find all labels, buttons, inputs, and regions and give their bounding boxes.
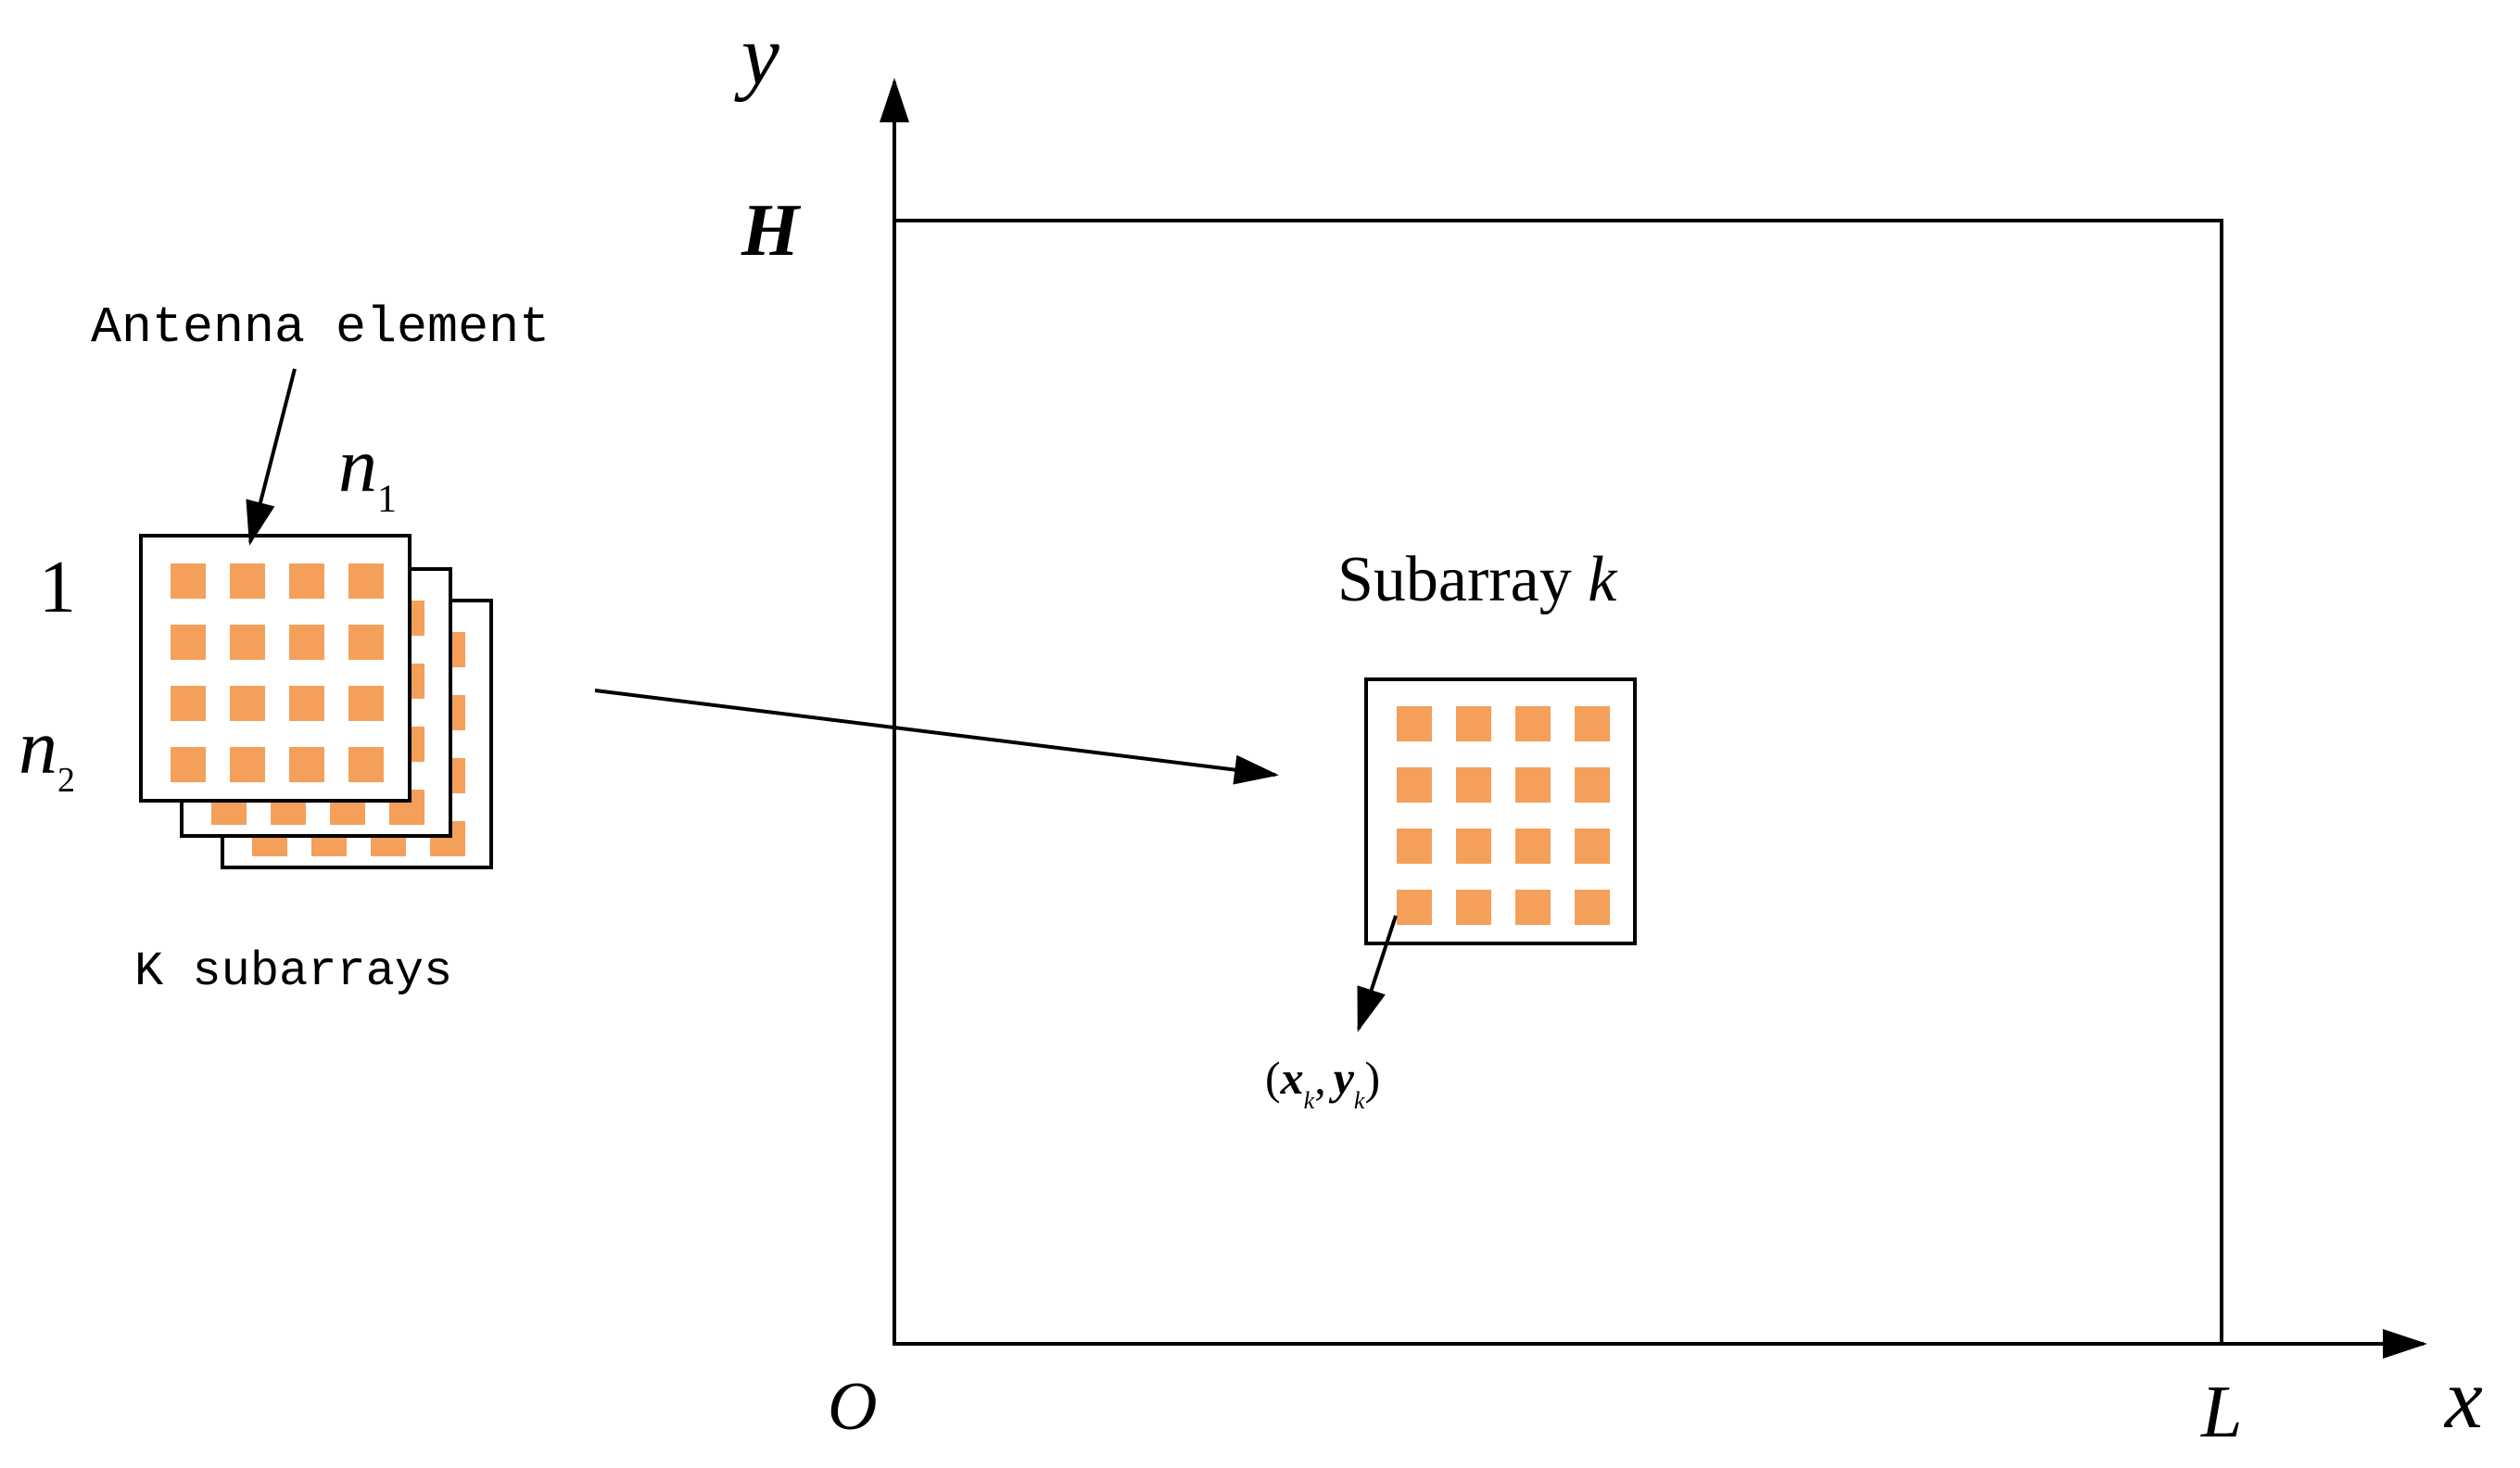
y-axis-label: y bbox=[734, 7, 779, 102]
antenna-element bbox=[171, 563, 206, 599]
antenna-element-label: Antenna element bbox=[91, 298, 550, 357]
antenna-element bbox=[1515, 706, 1551, 741]
antenna-element bbox=[1397, 767, 1432, 803]
antenna-element bbox=[171, 686, 206, 721]
placement-arrow bbox=[594, 689, 1279, 785]
row-count-subscript: 2 bbox=[57, 761, 75, 800]
antenna-element bbox=[1515, 890, 1551, 925]
antenna-element bbox=[289, 563, 324, 599]
antenna-element bbox=[230, 563, 265, 599]
antenna-element bbox=[348, 625, 384, 660]
subarray-k-title: Subarray k bbox=[1337, 544, 1618, 615]
region-boundary bbox=[893, 219, 2223, 1346]
antenna-element bbox=[1456, 829, 1491, 864]
row-count-label: n2 bbox=[19, 704, 75, 800]
antenna-element bbox=[1397, 706, 1432, 741]
height-label: H bbox=[741, 190, 802, 272]
antenna-element bbox=[1456, 767, 1491, 803]
antenna-element bbox=[230, 625, 265, 660]
antenna-element bbox=[1397, 829, 1432, 864]
antenna-element bbox=[230, 747, 265, 782]
antenna-element bbox=[1515, 767, 1551, 803]
first-index-label: 1 bbox=[39, 547, 76, 628]
antenna-element bbox=[348, 747, 384, 782]
antenna-element bbox=[1575, 829, 1610, 864]
column-count-label: n1 bbox=[338, 423, 397, 521]
origin-label: O bbox=[828, 1369, 877, 1445]
antenna-element bbox=[1575, 767, 1610, 803]
antenna-element bbox=[1456, 890, 1491, 925]
x-axis-label: x bbox=[2443, 1351, 2483, 1446]
k-subarrays-caption: K subarrays bbox=[134, 944, 452, 999]
antenna-element bbox=[289, 625, 324, 660]
antenna-element bbox=[1515, 829, 1551, 864]
antenna-element bbox=[348, 686, 384, 721]
subarray-front-elements bbox=[171, 563, 384, 782]
reference-point-label: (xk,yk) bbox=[1265, 1052, 1380, 1114]
column-count-subscript: 1 bbox=[377, 478, 397, 521]
reference-point-arrow bbox=[1357, 915, 1398, 1032]
antenna-element bbox=[289, 686, 324, 721]
antenna-element bbox=[289, 747, 324, 782]
antenna-element bbox=[1397, 890, 1432, 925]
subarray-k-elements bbox=[1397, 706, 1610, 925]
subarray-stack bbox=[139, 534, 493, 869]
antenna-element bbox=[1575, 706, 1610, 741]
antenna-element-arrow bbox=[246, 368, 297, 546]
antenna-element bbox=[348, 563, 384, 599]
antenna-element bbox=[1575, 890, 1610, 925]
length-label: L bbox=[2200, 1372, 2243, 1453]
antenna-element bbox=[171, 625, 206, 660]
antenna-element bbox=[171, 747, 206, 782]
antenna-element bbox=[230, 686, 265, 721]
antenna-element bbox=[1456, 706, 1491, 741]
